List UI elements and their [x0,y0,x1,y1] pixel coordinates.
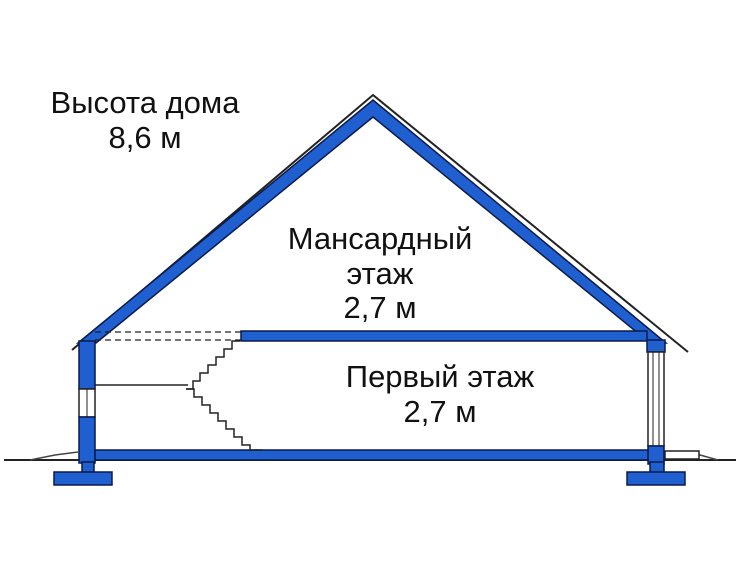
house-height-title: Высота дома [50,85,240,120]
house-height-label: Высота дома 8,6 м [20,85,270,155]
attic-height: 2,7 м [343,290,417,326]
attic-floor-slab [240,330,648,342]
stair-upper-flight [186,340,240,390]
attic-title-line2: этаж [346,255,414,291]
first-floor-height: 2,7 м [403,393,477,429]
ground-floor-slab [94,449,649,461]
left-wall-lower [78,416,96,464]
first-floor-title: Первый этаж [345,359,535,394]
right-foundation-footing [626,471,686,486]
house-height-value: 8,6 м [108,119,182,155]
first-floor-label: Первый этаж 2,7 м [310,359,570,429]
ground-slope-left [29,451,79,461]
right-window [647,351,665,447]
right-wall-top [646,339,666,353]
left-foundation-footing [53,471,113,486]
left-wall-upper [78,340,96,390]
attic-floor-label: Мансардный этаж 2,7 м [250,221,510,326]
right-entry-step [664,450,700,460]
stair-lower-flight [186,388,262,451]
attic-title-line1: Мансардный [287,221,473,256]
